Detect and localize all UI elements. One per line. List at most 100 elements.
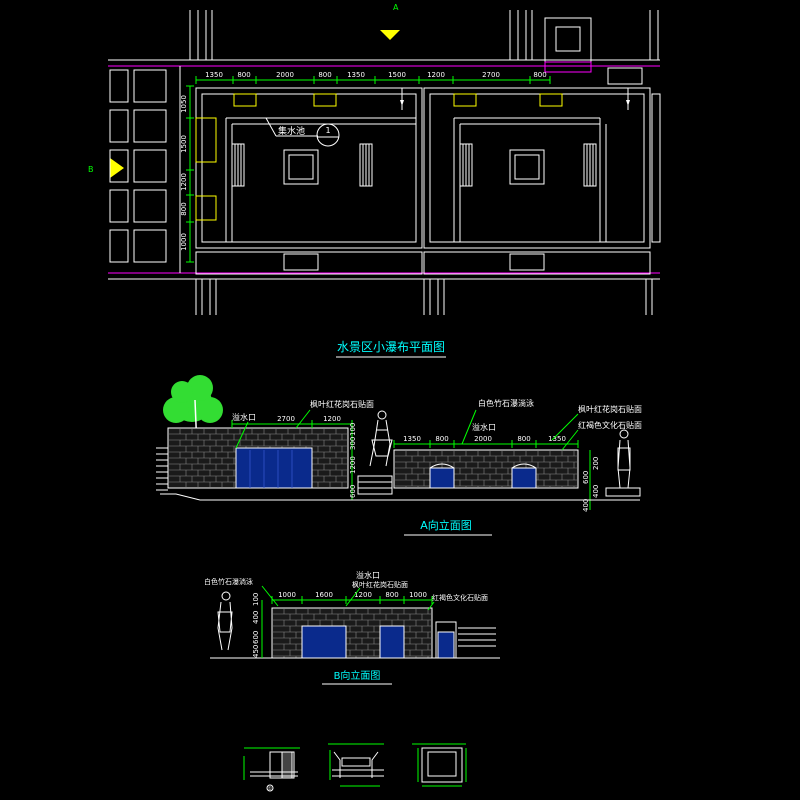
water-arc — [429, 463, 455, 469]
leader-line — [261, 585, 279, 607]
plan-top-dimensions: 1350 800 2000 800 1350 1500 1200 2700 80… — [195, 71, 551, 84]
leader-line — [427, 601, 435, 611]
dim-ticks — [271, 596, 433, 604]
dim-text: 1500 — [388, 71, 406, 79]
elevation-a: 2700 1200 溢水口 枫叶红花岗石贴面 100 300 1200 600 — [156, 375, 642, 536]
dim-text: 1000 — [180, 233, 188, 251]
dim-text: 800 — [385, 591, 398, 599]
culture-label: 红褐色文化石贴面 — [578, 420, 642, 430]
marker-b-arrow — [110, 158, 124, 178]
person-figure-icon — [617, 429, 631, 489]
water-arc — [511, 463, 537, 469]
plan-bottom-gridlines — [195, 279, 653, 315]
dim-text: 1350 — [403, 435, 421, 443]
dim-text: 450 — [252, 645, 260, 658]
marker-b-label: B — [88, 165, 94, 174]
elevation-b: 1000 1600 1200 800 1000 100 400 600 450 … — [204, 570, 500, 685]
b-culture-label: 红褐色文化石贴面 — [432, 593, 488, 602]
brick-pattern — [394, 450, 578, 488]
marker-a-arrow — [380, 30, 400, 40]
dim-text: 1050 — [180, 95, 188, 113]
overflow-label-2: 溢水口 — [472, 422, 496, 432]
plan-column-base — [544, 61, 592, 73]
dim-text: 1200 — [180, 173, 188, 191]
dim-text: 800 — [517, 435, 530, 443]
pool-unit-left — [195, 87, 423, 275]
plan-top-gridlines — [189, 10, 659, 60]
overflow-label: 溢水口 — [232, 412, 256, 422]
waterfall-opening — [235, 447, 313, 489]
dim-text: 2700 — [277, 415, 295, 423]
ground-line — [160, 493, 640, 501]
elev-a-steps-mid — [357, 475, 393, 495]
dim-text: 200 — [592, 457, 600, 470]
callout-circle — [316, 123, 340, 147]
pool-label: 集水池 — [278, 125, 305, 137]
detail-2 — [328, 743, 384, 787]
marker-a-label: A — [393, 3, 399, 12]
person-figure-icon — [217, 591, 233, 651]
dim-text: 1350 — [548, 435, 566, 443]
plan-left-dimensions: 1050 1500 1200 800 1000 — [180, 85, 194, 263]
leader-line — [551, 413, 579, 441]
b-overflow-label: 溢水口 — [356, 570, 380, 580]
elevation-a-title: A向立面图 — [420, 518, 472, 532]
b-stone-wall — [271, 607, 433, 659]
dim-text: 1350 — [205, 71, 223, 79]
callout-leader — [265, 117, 277, 137]
waterfall-opening — [437, 631, 455, 659]
dim-text: 800 — [533, 71, 546, 79]
dim-text: 1500 — [180, 135, 188, 153]
wall-label: 白色竹石瀑淌泳 — [478, 398, 534, 408]
waterfall-opening — [511, 467, 537, 489]
dim-text: 1200 — [354, 591, 372, 599]
stone-label: 枫叶红花岗石贴面 — [310, 399, 374, 409]
plan-column-box — [544, 17, 592, 63]
dim-text: 1200 — [323, 415, 341, 423]
dim-text: 400 — [582, 499, 590, 512]
waterfall-opening — [429, 467, 455, 489]
waterfall-opening — [379, 625, 405, 659]
bench — [605, 487, 641, 497]
plan-paving-grid — [109, 66, 181, 273]
dim-text: 1200 — [349, 456, 357, 474]
detail-3 — [412, 743, 467, 787]
detail-1 — [243, 747, 300, 792]
leader-line — [295, 409, 311, 429]
dim-text: 600 — [252, 631, 260, 644]
waterfall-opening — [301, 625, 347, 659]
detail-sections: ① — [243, 743, 467, 792]
dim-text: 1000 — [409, 591, 427, 599]
dim-text: 600 — [349, 485, 357, 498]
dim-text: 600 — [582, 471, 590, 484]
person-figure-icon — [369, 410, 393, 467]
low-stone-wall — [393, 449, 579, 489]
dim-text: 800 — [237, 71, 250, 79]
dim-text: 2000 — [276, 71, 294, 79]
leader-line — [461, 409, 477, 445]
stone-label-2: 枫叶红花岗石贴面 — [578, 404, 642, 414]
dim-text: 100 — [349, 423, 357, 436]
plan-column-inner — [555, 26, 581, 52]
dim-text: 100 — [252, 593, 260, 606]
b-wall-label: 白色竹石瀑淌泳 — [204, 577, 253, 586]
dim-text: 1600 — [315, 591, 333, 599]
b-stone-label: 枫叶红花岗石贴面 — [352, 580, 408, 589]
waterfall-streams — [249, 450, 293, 488]
leader-line — [345, 587, 361, 607]
dim-text: 1350 — [347, 71, 365, 79]
leader-line — [561, 429, 579, 451]
dim-text: 800 — [318, 71, 331, 79]
dim-text: 300 — [349, 437, 357, 450]
elevation-b-title: B向立面图 — [334, 669, 381, 682]
elev-a-steps-left — [156, 447, 168, 491]
dim-text: 400 — [592, 485, 600, 498]
detail-caption: ① — [268, 786, 273, 792]
pool-unit-right — [423, 67, 661, 275]
dim-ticks — [393, 440, 579, 448]
dim-text: 2000 — [474, 435, 492, 443]
dim-text: 1200 — [427, 71, 445, 79]
dim-text: 800 — [435, 435, 448, 443]
dim-text: 1000 — [278, 591, 296, 599]
